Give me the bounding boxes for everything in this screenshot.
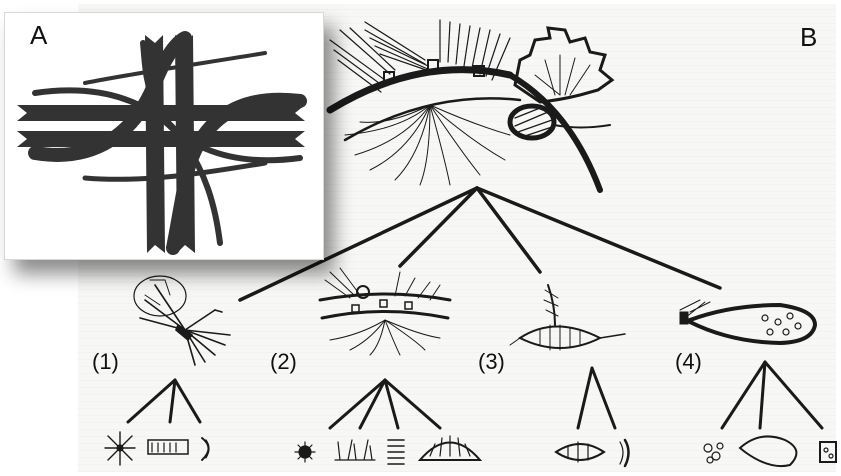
category-1-drawing xyxy=(134,276,230,365)
leaf-2-2 xyxy=(335,440,375,460)
highway-interchange-drawing xyxy=(5,13,323,259)
leaf-icons xyxy=(105,432,836,466)
inset-panel-a xyxy=(4,12,324,260)
leaf-1-2 xyxy=(148,440,188,454)
leaf-2-4 xyxy=(420,436,480,460)
category-label-1: (1) xyxy=(92,349,119,375)
leaf-4-1 xyxy=(704,443,723,463)
category-label-4: (4) xyxy=(675,349,702,375)
category-label-2: (2) xyxy=(270,349,297,375)
category-label-3: (3) xyxy=(478,349,505,375)
main-neuron-drawing xyxy=(330,20,612,190)
leaf-2-3 xyxy=(388,440,404,464)
leaf-3-2 xyxy=(620,440,629,466)
panel-b-label: B xyxy=(800,22,817,53)
category-2-drawing xyxy=(320,268,450,355)
leaf-4-2 xyxy=(740,436,796,466)
leaf-1-3 xyxy=(202,438,209,460)
category-4-drawing xyxy=(680,300,815,343)
category-3-drawing xyxy=(510,285,625,350)
leaf-lines xyxy=(128,362,822,428)
leaf-1-1 xyxy=(105,432,135,465)
leaf-4-3 xyxy=(820,442,836,462)
panel-a-label: A xyxy=(30,20,47,51)
leaf-2-1 xyxy=(295,442,315,462)
leaf-3-1 xyxy=(556,442,604,462)
